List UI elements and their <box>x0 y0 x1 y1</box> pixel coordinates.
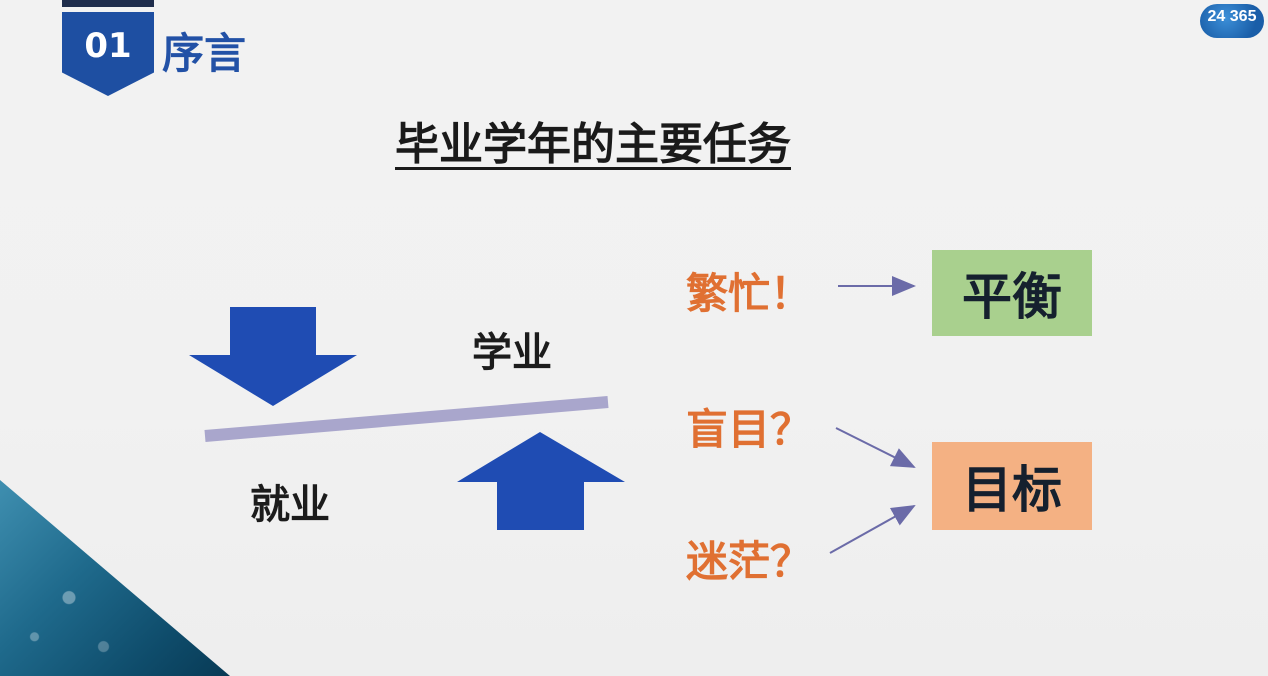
goal-box-label: 目标 <box>962 461 1062 519</box>
logo-icon <box>1200 4 1264 38</box>
logo-text: 24 365 <box>1207 8 1257 25</box>
busy-label: 繁忙！ <box>686 269 813 318</box>
goal-box: 目标 <box>932 442 1092 530</box>
section-title: 序言 <box>162 29 247 78</box>
balance-box-label: 平衡 <box>962 268 1062 326</box>
up-arrow-icon <box>457 432 625 530</box>
badge-top-bar <box>62 0 154 7</box>
study-label: 学业 <box>472 330 552 376</box>
employment-label: 就业 <box>250 482 330 528</box>
blind-label: 盲目？ <box>686 405 813 454</box>
section-number: 01 <box>84 26 132 66</box>
down-arrow-icon <box>189 307 357 406</box>
arrow-confused-to-goal <box>829 505 916 554</box>
page-title: 毕业学年的主要任务 <box>395 119 791 170</box>
arrow-blind-to-goal <box>835 427 916 468</box>
confused-label: 迷茫？ <box>686 537 813 586</box>
balance-box: 平衡 <box>932 250 1092 336</box>
balance-beam <box>204 396 609 442</box>
